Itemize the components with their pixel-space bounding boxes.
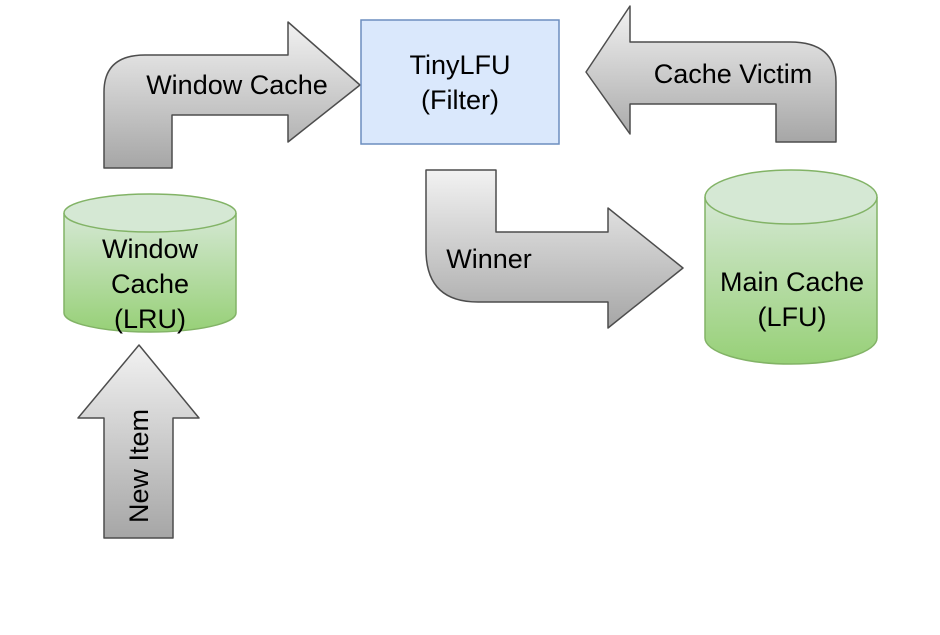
filter-box — [360, 19, 560, 145]
new-item-label: New Item — [124, 409, 154, 523]
main-cache-line-1: Main Cache — [720, 267, 864, 297]
arrow-new-item: New Item — [77, 344, 200, 539]
arrow-filter-winner: Winner — [425, 169, 684, 329]
filter-subtitle: (Filter) — [421, 85, 499, 115]
winner-arrow-shape — [425, 169, 684, 329]
window-cache-cylinder-top — [63, 193, 237, 233]
window-cache-cylinder-body — [63, 213, 237, 333]
arrow-victim-to-filter: Cache Victim — [585, 5, 837, 143]
filter-node: TinyLFU (Filter) — [360, 19, 560, 145]
arrow-window-to-filter: Window Cache — [103, 21, 361, 169]
main-cache-cylinder-body — [704, 197, 878, 365]
window-cache-node: Window Cache (LRU) — [63, 193, 237, 334]
victim-to-filter-label: Cache Victim — [654, 59, 813, 89]
window-cache-line-2: Cache — [111, 269, 189, 299]
main-cache-node: Main Cache (LFU) — [704, 169, 878, 365]
window-to-filter-label: Window Cache — [146, 70, 328, 100]
main-cache-line-2: (LFU) — [758, 302, 827, 332]
new-item-arrow-shape — [77, 344, 200, 539]
main-cache-cylinder-top — [704, 169, 878, 225]
filter-title: TinyLFU — [409, 50, 510, 80]
window-to-filter-arrow-shape — [103, 21, 361, 169]
winner-label: Winner — [446, 244, 532, 274]
window-cache-line-1: Window — [102, 234, 199, 264]
victim-to-filter-arrow-shape — [585, 5, 837, 143]
window-cache-line-3: (LRU) — [114, 304, 186, 334]
